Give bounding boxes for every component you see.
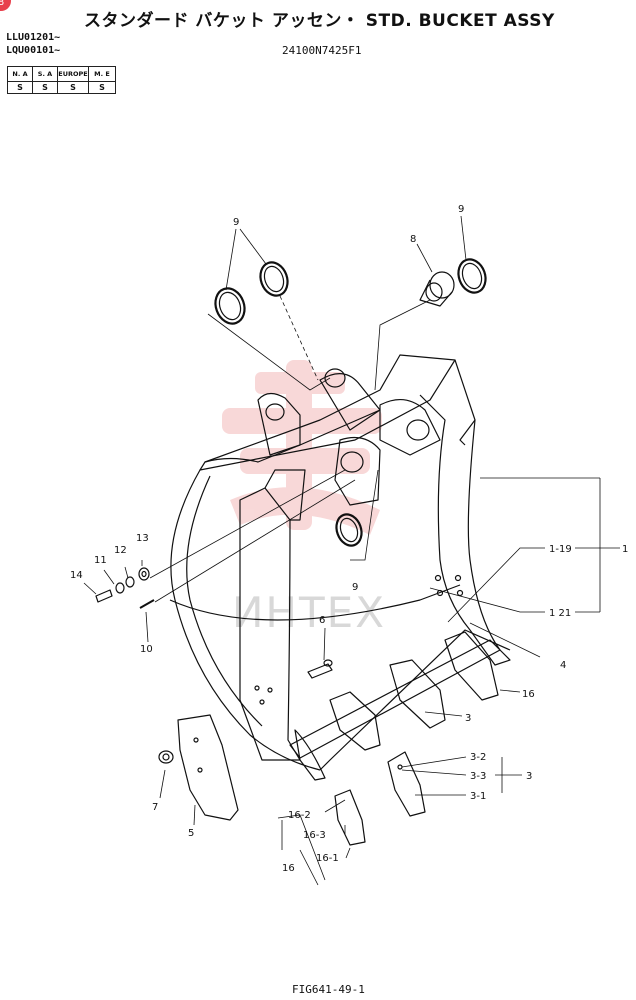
side-cutter-hole bbox=[197, 767, 203, 773]
o-rings-part-9 bbox=[214, 258, 487, 547]
callout-16-assy: 16 bbox=[282, 863, 295, 874]
side-cutter-hole bbox=[193, 737, 199, 743]
page-badge: 8 bbox=[0, 0, 11, 11]
callout-9-lower: 9 bbox=[352, 582, 358, 593]
tooth-pin-hole bbox=[397, 764, 403, 770]
leader-lines bbox=[83, 215, 620, 886]
callout-16-3: 16-3 bbox=[303, 830, 326, 841]
callout-11: 11 bbox=[94, 555, 107, 566]
tooth-part-16-exploded bbox=[334, 789, 366, 846]
nut-part-7 bbox=[158, 750, 174, 764]
callout-3-1: 3-1 bbox=[470, 791, 486, 802]
callout-labels: 9 9 8 9 13 12 11 14 10 6 7 5 4 16 3 1-19… bbox=[70, 204, 628, 874]
callout-3-3: 3-3 bbox=[470, 771, 486, 782]
side-cutter-part-5 bbox=[177, 714, 239, 821]
callout-9-right: 9 bbox=[458, 204, 464, 215]
callout-3-2: 3-2 bbox=[470, 752, 486, 763]
callout-16: 16 bbox=[522, 689, 535, 700]
spec-value-me: S bbox=[88, 81, 116, 94]
callout-7: 7 bbox=[152, 802, 158, 813]
callout-16-2: 16-2 bbox=[288, 810, 311, 821]
serial-range-2: LQU00101~ bbox=[6, 45, 61, 56]
pin-hardware-group bbox=[95, 567, 155, 609]
callout-4: 4 bbox=[560, 660, 566, 671]
tooth-part-3-exploded bbox=[387, 751, 426, 817]
callout-1-21: 1 21 bbox=[549, 608, 571, 619]
cutting-edge-and-teeth bbox=[289, 631, 501, 781]
bucket-shell bbox=[169, 354, 511, 771]
bolt-part-6 bbox=[307, 659, 333, 679]
callout-10: 10 bbox=[140, 644, 153, 655]
callout-5: 5 bbox=[188, 828, 194, 839]
callout-6: 6 bbox=[319, 615, 325, 626]
callout-16-1: 16-1 bbox=[316, 853, 339, 864]
callout-14: 14 bbox=[70, 570, 83, 581]
callout-3: 3 bbox=[465, 713, 471, 724]
callout-9-left: 9 bbox=[233, 217, 239, 228]
callout-8: 8 bbox=[410, 234, 416, 245]
figure-number: FIG641-49-1 bbox=[292, 983, 365, 996]
region-spec-table: N. A S. A EUROPE M. E S S S S bbox=[7, 66, 116, 94]
callout-1-19: 1-19 bbox=[549, 544, 572, 555]
page-title: スタンダード バケット アッセン・ STD. BUCKET ASSY bbox=[84, 11, 555, 31]
spec-value-row: S S S S bbox=[7, 81, 116, 94]
callout-1: 1 bbox=[622, 544, 628, 555]
callout-13: 13 bbox=[136, 533, 149, 544]
bushing-part-8 bbox=[419, 271, 455, 307]
callout-3-assy: 3 bbox=[526, 771, 532, 782]
part-number: 24100N7425F1 bbox=[282, 44, 362, 57]
spec-header-row: N. A S. A EUROPE M. E bbox=[7, 66, 116, 82]
spec-value-na: S bbox=[7, 81, 33, 94]
callout-12: 12 bbox=[114, 545, 127, 556]
serial-range-1: LLU01201~ bbox=[6, 32, 61, 43]
